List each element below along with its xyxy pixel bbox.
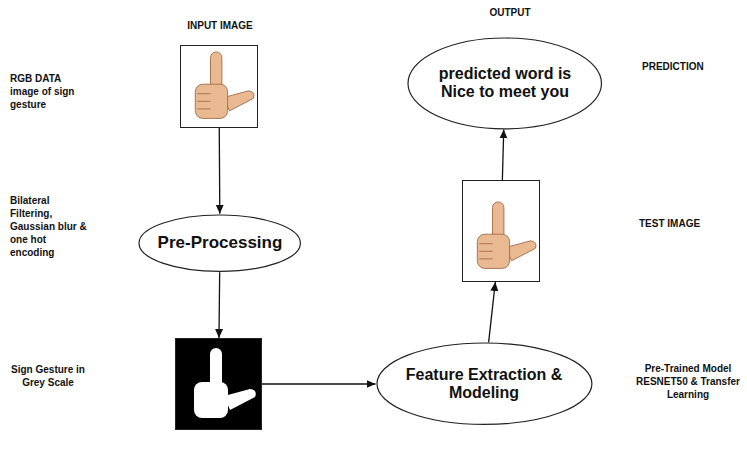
oval-outline: [377, 343, 592, 424]
flow-arrow: [262, 383, 376, 384]
side-label: PREDICTION: [642, 60, 732, 73]
output-heading: OUTPUT: [465, 6, 555, 19]
oval-outline: [408, 38, 601, 129]
oval-outline: [139, 215, 300, 271]
input-image-frame: INPUT IMAGE: [180, 45, 258, 128]
flow-arrow: [218, 272, 220, 338]
side-label: Pre-Trained Model RESNET50 & Transfer Le…: [636, 362, 740, 401]
grey-hand: [194, 348, 256, 418]
side-label: Sign Gesture in Grey Scale: [11, 363, 85, 389]
image-heading: TEST IMAGE: [639, 217, 729, 230]
node-text: Pre-Processing: [158, 233, 283, 253]
flow-arrow: [219, 128, 221, 214]
node-text: Feature Extraction & Modeling: [404, 366, 564, 403]
node-text: predicted word is Nice to meet you: [430, 65, 580, 102]
image-heading: INPUT IMAGE: [151, 19, 289, 32]
grey-background: [175, 338, 262, 430]
process-oval: Pre-Processing: [138, 214, 301, 272]
test-hand: [477, 202, 536, 269]
prediction-oval: predicted word is Nice to meet you: [407, 37, 602, 130]
flow-arrow: [489, 282, 496, 342]
side-label: Bilateral Filtering, Gaussian blur & one…: [10, 194, 90, 259]
test-image-frame: TEST IMAGE: [462, 180, 540, 282]
input-hand: [195, 52, 254, 119]
model-oval: Feature Extraction & Modeling: [376, 342, 593, 425]
side-label: RGB DATA image of sign gesture: [10, 72, 84, 111]
grey-image-frame: Sign Gesture in Grey Scale: [175, 338, 262, 430]
flow-arrow: [502, 129, 503, 180]
